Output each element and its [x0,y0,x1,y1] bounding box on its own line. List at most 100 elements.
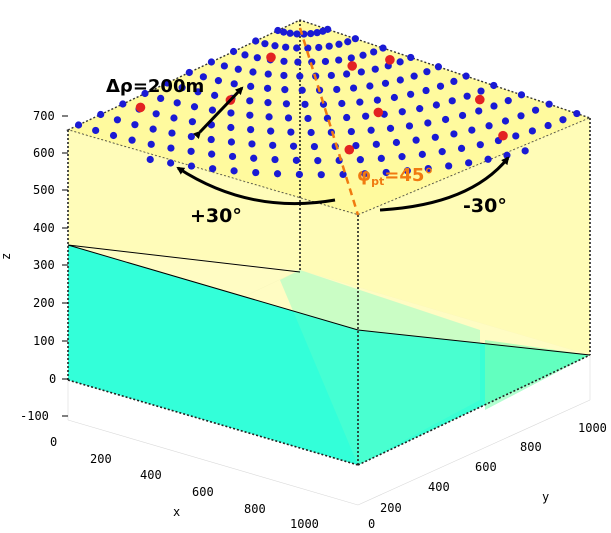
sensor-node [274,26,282,35]
sensor-node [412,136,420,144]
sensor-node [396,76,404,84]
phi-subscript: pt [371,175,384,188]
sensor-node [356,156,364,164]
sensor-node [485,122,493,130]
sensor-node [273,170,282,178]
sensor-node [209,165,217,173]
source-point [266,52,276,63]
sensor-node [301,100,309,108]
sensor-node [321,57,330,66]
sensor-node [304,114,312,123]
air-front-right [358,118,590,355]
sensor-node [211,91,219,99]
sensor-node [441,115,450,124]
sensor-node [335,56,343,64]
sensor-node [207,135,215,144]
phi-dashed-line [298,27,360,216]
sensor-node [416,105,424,113]
air-front-left [68,130,358,330]
sensor-node [531,106,540,114]
sensor-node [187,162,196,170]
sensor-node [528,127,536,135]
sensor-node [317,171,325,179]
sensor-node [398,108,406,116]
sensor-node [559,116,567,124]
sensor-node [220,62,228,70]
sensor-node [338,99,346,108]
sensor-node [208,150,216,158]
sensor-node [252,168,260,177]
sensor-node [271,155,279,164]
sensor-node [113,116,122,124]
z-tick: 400 [33,221,55,235]
sensor-node [282,43,290,51]
sensor-node [261,40,269,48]
sensor-node [247,82,255,91]
sensor-node [141,89,149,98]
sensor-node [371,65,379,73]
sensor-node [271,42,279,50]
sensor-node [234,65,242,73]
sensor-node [207,58,216,66]
sensor-node [252,37,260,45]
subsurface-left-face [68,245,358,465]
sensor-node [458,111,467,120]
sensor-node [347,127,355,136]
sensor-node [476,141,484,149]
sensor-node [246,97,254,105]
sensor-node [282,100,291,108]
y-tick: 1000 [578,421,607,435]
sensor-node [465,159,473,167]
sensor-node [373,96,382,104]
sensor-node [178,84,186,92]
y-axis-label: y [542,490,549,504]
sensor-node [438,148,446,156]
source-point [385,55,395,65]
y-tick: 600 [475,460,497,474]
sensor-node [248,140,256,148]
z-tick: 600 [33,146,55,160]
sensor-node [280,28,288,36]
sensor-node [410,72,418,80]
sensor-node [249,68,257,76]
sensor-node [352,142,360,150]
sensor-node [512,132,520,140]
x-axis: 0 200 400 600 800 1000 x [50,435,319,531]
source-point [373,107,384,118]
sensor-node [398,153,406,161]
sensor-node [187,132,195,141]
sensor-node [292,156,300,164]
sensor-node [450,77,458,86]
sensor-node [392,138,401,147]
spacing-arrow [192,86,244,140]
x-tick: 800 [244,502,266,516]
rotation-arrow-plus [176,166,336,206]
z-axis: 700 600 500 400 300 200 100 0 -100 z [0,109,68,423]
subsurface-back-patch [280,270,480,465]
sensor-node [157,94,165,103]
sensor-node [349,84,358,92]
sensor-node [343,70,351,78]
sensor-node [545,100,553,108]
rotation-minus-label: -30° [463,195,507,217]
sensor-node [298,86,306,94]
sensor-node [289,142,298,150]
sensor-node [403,167,411,175]
y-tick: 0 [368,517,375,531]
sensor-node [468,126,476,134]
sensor-node [246,111,254,119]
sensor-node [227,109,235,117]
sensor-node [92,126,100,135]
sensor-node [269,141,277,149]
sensor-node [167,144,175,152]
sensor-node [351,35,359,43]
sensor-node [324,25,332,33]
sensor-node [396,58,404,66]
sensor-node [188,118,197,126]
sensor-node [424,119,432,127]
sensor-node [187,147,195,155]
sensor-node [228,152,237,161]
x-tick: 0 [50,435,57,449]
y-tick: 200 [380,501,402,515]
